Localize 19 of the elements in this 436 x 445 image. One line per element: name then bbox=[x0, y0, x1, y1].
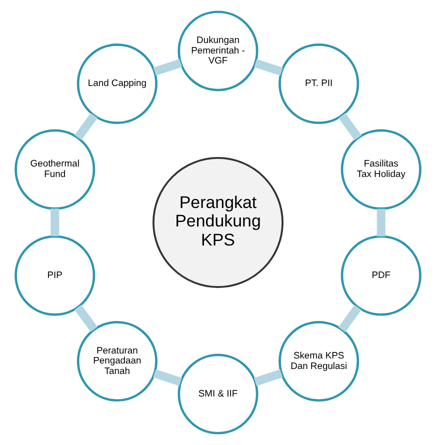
node-circle: Geothermal Fund bbox=[14, 129, 96, 210]
node-circle: Skema KPS Dan Regulasi bbox=[278, 320, 360, 402]
connector bbox=[376, 208, 386, 236]
connector bbox=[254, 369, 283, 386]
node-circle: PT. PII bbox=[278, 43, 360, 124]
connector bbox=[254, 59, 283, 76]
node-circle: Dukungan Pemerintah - VGF bbox=[178, 10, 258, 92]
node-circle: PDF bbox=[340, 235, 422, 316]
node-circle: SMI & IIF bbox=[178, 354, 258, 434]
connector bbox=[338, 113, 362, 140]
connector bbox=[74, 304, 98, 332]
connector bbox=[153, 59, 182, 76]
node-circle: PIP bbox=[14, 235, 96, 316]
node-circle: Perangkat Pendukung KPS bbox=[152, 157, 284, 288]
connector bbox=[50, 208, 60, 236]
node-circle: Fasilitas Tax Holiday bbox=[340, 129, 422, 210]
node-circle: Land Capping bbox=[76, 43, 158, 124]
connector bbox=[153, 369, 182, 386]
node-circle: Peraturan Pengadaan Tanah bbox=[76, 320, 158, 402]
